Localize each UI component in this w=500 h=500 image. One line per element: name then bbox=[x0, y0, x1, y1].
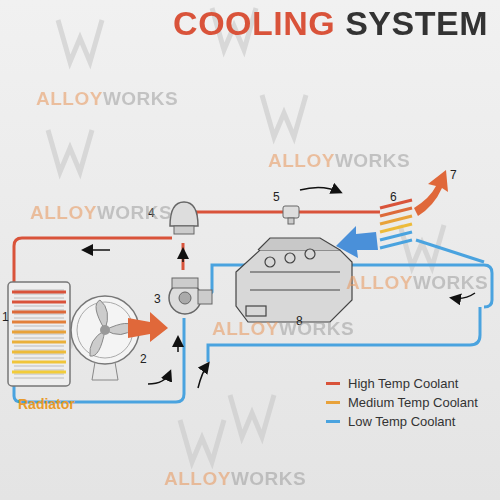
legend: High Temp CoolantMedium Temp CoolantLow … bbox=[326, 374, 478, 431]
t-fitting bbox=[283, 206, 299, 224]
callout-number: 7 bbox=[450, 168, 457, 182]
callout-number: 6 bbox=[390, 190, 397, 204]
cold-pipe bbox=[14, 240, 492, 402]
radiator bbox=[8, 282, 70, 386]
watermark-text: ALLOYWORKS bbox=[346, 272, 488, 294]
thermostat bbox=[170, 202, 198, 234]
watermark-text: ALLOYWORKS bbox=[30, 202, 172, 224]
part-label: Radiator bbox=[18, 396, 75, 412]
legend-row: Medium Temp Coolant bbox=[326, 393, 478, 412]
legend-swatch bbox=[326, 401, 340, 404]
airflow-arrow bbox=[128, 312, 168, 342]
callout-number: 1 bbox=[2, 310, 9, 324]
legend-swatch bbox=[326, 420, 340, 423]
legend-row: High Temp Coolant bbox=[326, 374, 478, 393]
watermark-text: ALLOYWORKS bbox=[164, 468, 306, 490]
water-pump bbox=[169, 278, 212, 314]
legend-text: Low Temp Coolant bbox=[348, 414, 455, 429]
watermark-text: ALLOYWORKS bbox=[212, 318, 354, 340]
watermark-text: ALLOYWORKS bbox=[268, 150, 410, 172]
legend-swatch bbox=[326, 382, 340, 385]
heater-core bbox=[380, 200, 412, 248]
legend-row: Low Temp Coolant bbox=[326, 412, 478, 431]
legend-text: Medium Temp Coolant bbox=[348, 395, 478, 410]
fan bbox=[71, 296, 139, 380]
warm-air-arrow bbox=[414, 170, 448, 216]
watermark-logo bbox=[48, 8, 444, 462]
legend-text: High Temp Coolant bbox=[348, 376, 458, 391]
callout-number: 2 bbox=[140, 352, 147, 366]
callout-number: 5 bbox=[273, 190, 280, 204]
engine-block bbox=[236, 238, 352, 322]
watermark-text: ALLOYWORKS bbox=[36, 88, 178, 110]
page-title: COOLING SYSTEM bbox=[173, 4, 488, 43]
callout-number: 3 bbox=[154, 292, 161, 306]
